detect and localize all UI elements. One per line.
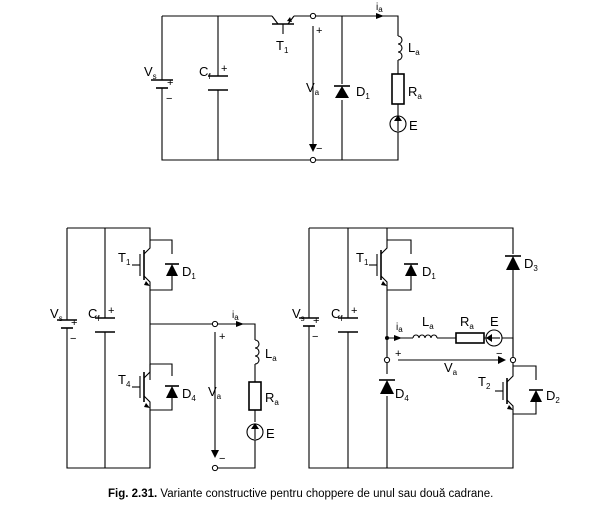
label-vs-2: Vs xyxy=(50,306,63,323)
label-t1-1: T1 xyxy=(276,38,289,55)
capacitor-cf xyxy=(208,75,228,91)
label-d1-2: D1 xyxy=(182,264,196,281)
label-va-3: Va xyxy=(444,360,458,377)
label-e-2: E xyxy=(266,426,275,441)
label-va-1: Va xyxy=(306,80,320,97)
label-d4-2: D4 xyxy=(182,386,196,403)
label-la-2: La xyxy=(265,346,277,363)
label-d1-3: D1 xyxy=(422,264,436,281)
minus-vs-1: − xyxy=(166,93,172,105)
label-ra-3: Ra xyxy=(460,314,474,331)
plus-va-2: + xyxy=(219,331,225,343)
voltage-source-vs xyxy=(151,79,173,100)
label-va-2: Va xyxy=(208,384,222,401)
label-ra-2: Ra xyxy=(265,390,279,407)
inductor-la xyxy=(397,35,403,62)
label-cf-1: Cf xyxy=(199,64,211,81)
minus-va-2: − xyxy=(219,453,225,465)
minus-vs-3: − xyxy=(312,331,318,343)
transistor-t1 xyxy=(271,15,295,34)
label-ia-2: ia xyxy=(232,310,239,322)
resistor-ra xyxy=(391,73,405,105)
diode-d3 xyxy=(505,255,521,270)
label-cf-2: Cf xyxy=(88,306,100,323)
label-la-3: La xyxy=(422,314,434,331)
plus-cf-2: + xyxy=(108,305,114,317)
label-t2-3: T2 xyxy=(478,374,491,391)
plus-va-1: + xyxy=(316,25,322,37)
label-vs-1: Vs xyxy=(144,64,157,81)
minus-va-3: − xyxy=(496,348,502,360)
label-d2-3: D2 xyxy=(546,388,560,405)
emf-source-e xyxy=(389,115,407,133)
igbt-module-t2 xyxy=(495,365,543,415)
igbt-module-t1 xyxy=(132,239,179,291)
label-d1-1: D1 xyxy=(356,84,370,101)
diode-d4 xyxy=(379,379,395,394)
minus-vs-2: − xyxy=(70,333,76,345)
label-e-1: E xyxy=(409,118,418,133)
plus-vs-2: + xyxy=(71,317,77,329)
circuit-single-quadrant: Vs + − Cf + T1 + Va − D1 ia La Ra E xyxy=(144,2,422,164)
label-t4-2: T4 xyxy=(118,372,131,389)
label-ia-1: ia xyxy=(376,2,383,14)
label-t1-2: T1 xyxy=(118,250,131,267)
figure-caption: Fig. 2.31. Variante constructive pentru … xyxy=(108,488,493,500)
plus-va-3: + xyxy=(395,348,401,360)
label-ia-3: ia xyxy=(396,322,403,334)
figure-caption-text: Variante constructive pentru choppere de… xyxy=(157,488,494,500)
igbt-module-t1-right xyxy=(369,239,418,291)
plus-cf-3: + xyxy=(351,305,357,317)
circuit-two-quadrant-voltage: Vs + − Cf + T1 D1 D3 ia La Ra E + Va − D… xyxy=(292,227,560,469)
label-e-3: E xyxy=(490,314,499,329)
label-ra-1: Ra xyxy=(408,84,422,101)
minus-va-1: − xyxy=(316,143,322,155)
label-d4-3: D4 xyxy=(395,386,409,403)
label-t1-3: T1 xyxy=(356,250,369,267)
plus-vs-1: + xyxy=(167,77,173,89)
igbt-module-t4 xyxy=(132,363,179,411)
label-cf-3: Cf xyxy=(331,306,343,323)
voltage-arrow-va xyxy=(309,26,317,152)
label-d3-3: D3 xyxy=(524,256,538,273)
figure-number: Fig. 2.31. xyxy=(108,488,158,500)
label-la-1: La xyxy=(408,40,420,57)
plus-vs-3: + xyxy=(313,315,319,327)
circuit-two-quadrant-current: Vs + − Cf + T1 D1 T4 D4 ia + Va − La Ra … xyxy=(50,227,279,472)
diode-d1 xyxy=(334,85,350,98)
plus-cf-1: + xyxy=(221,63,227,75)
label-vs-3: Vs xyxy=(292,306,305,323)
